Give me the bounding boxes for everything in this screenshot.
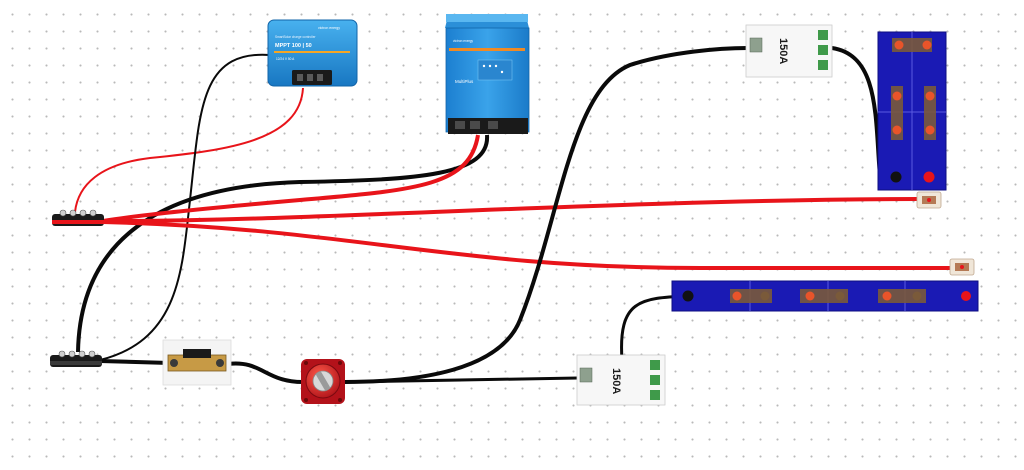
wire-bms-top-to-battery — [831, 46, 882, 177]
mppt-controller: victron energy SmartSolar charge control… — [267, 19, 358, 87]
busbar-negative — [50, 350, 102, 367]
bms-top-rating: 150A — [777, 38, 789, 64]
mppt-brand: victron energy — [318, 26, 340, 30]
wire-busbar-to-shunt — [99, 359, 171, 365]
wire-switch-to-bms-top — [344, 46, 749, 384]
fuse-icon — [916, 191, 942, 209]
bms-top: 150A — [745, 24, 833, 78]
mppt-subtitle: SmartSolar charge controller — [275, 35, 317, 39]
wire-switch-to-bms-bottom — [344, 376, 579, 384]
busbar-positive — [52, 209, 104, 226]
shunt-icon — [162, 339, 232, 386]
battery-bank-bottom — [671, 280, 979, 312]
wire-mppt-negative — [99, 53, 271, 361]
multiplus-inverter: victron energy MultiPlus — [445, 14, 530, 134]
bms-bottom-rating: 150A — [610, 368, 622, 394]
wires — [74, 46, 953, 384]
mppt-model: MPPT 100 | 50 — [275, 43, 312, 49]
wire-shunt-to-switch — [227, 361, 304, 384]
wire-positive-battery-1 — [102, 197, 919, 224]
fuse-icon — [949, 258, 975, 276]
mppt-spec: 12/24 V 50 A — [276, 57, 295, 61]
inverter-model: MultiPlus — [455, 79, 474, 84]
wire-inverter-negative — [76, 134, 490, 353]
battery-bank-top — [877, 31, 947, 191]
inverter-brand: victron energy — [453, 39, 473, 43]
wire-positive-battery-2 — [102, 220, 953, 270]
bms-bottom: 150A — [576, 354, 666, 406]
wire-inverter-positive — [102, 134, 480, 223]
wire-mppt-positive — [74, 87, 304, 213]
battery-switch-icon — [301, 359, 345, 404]
